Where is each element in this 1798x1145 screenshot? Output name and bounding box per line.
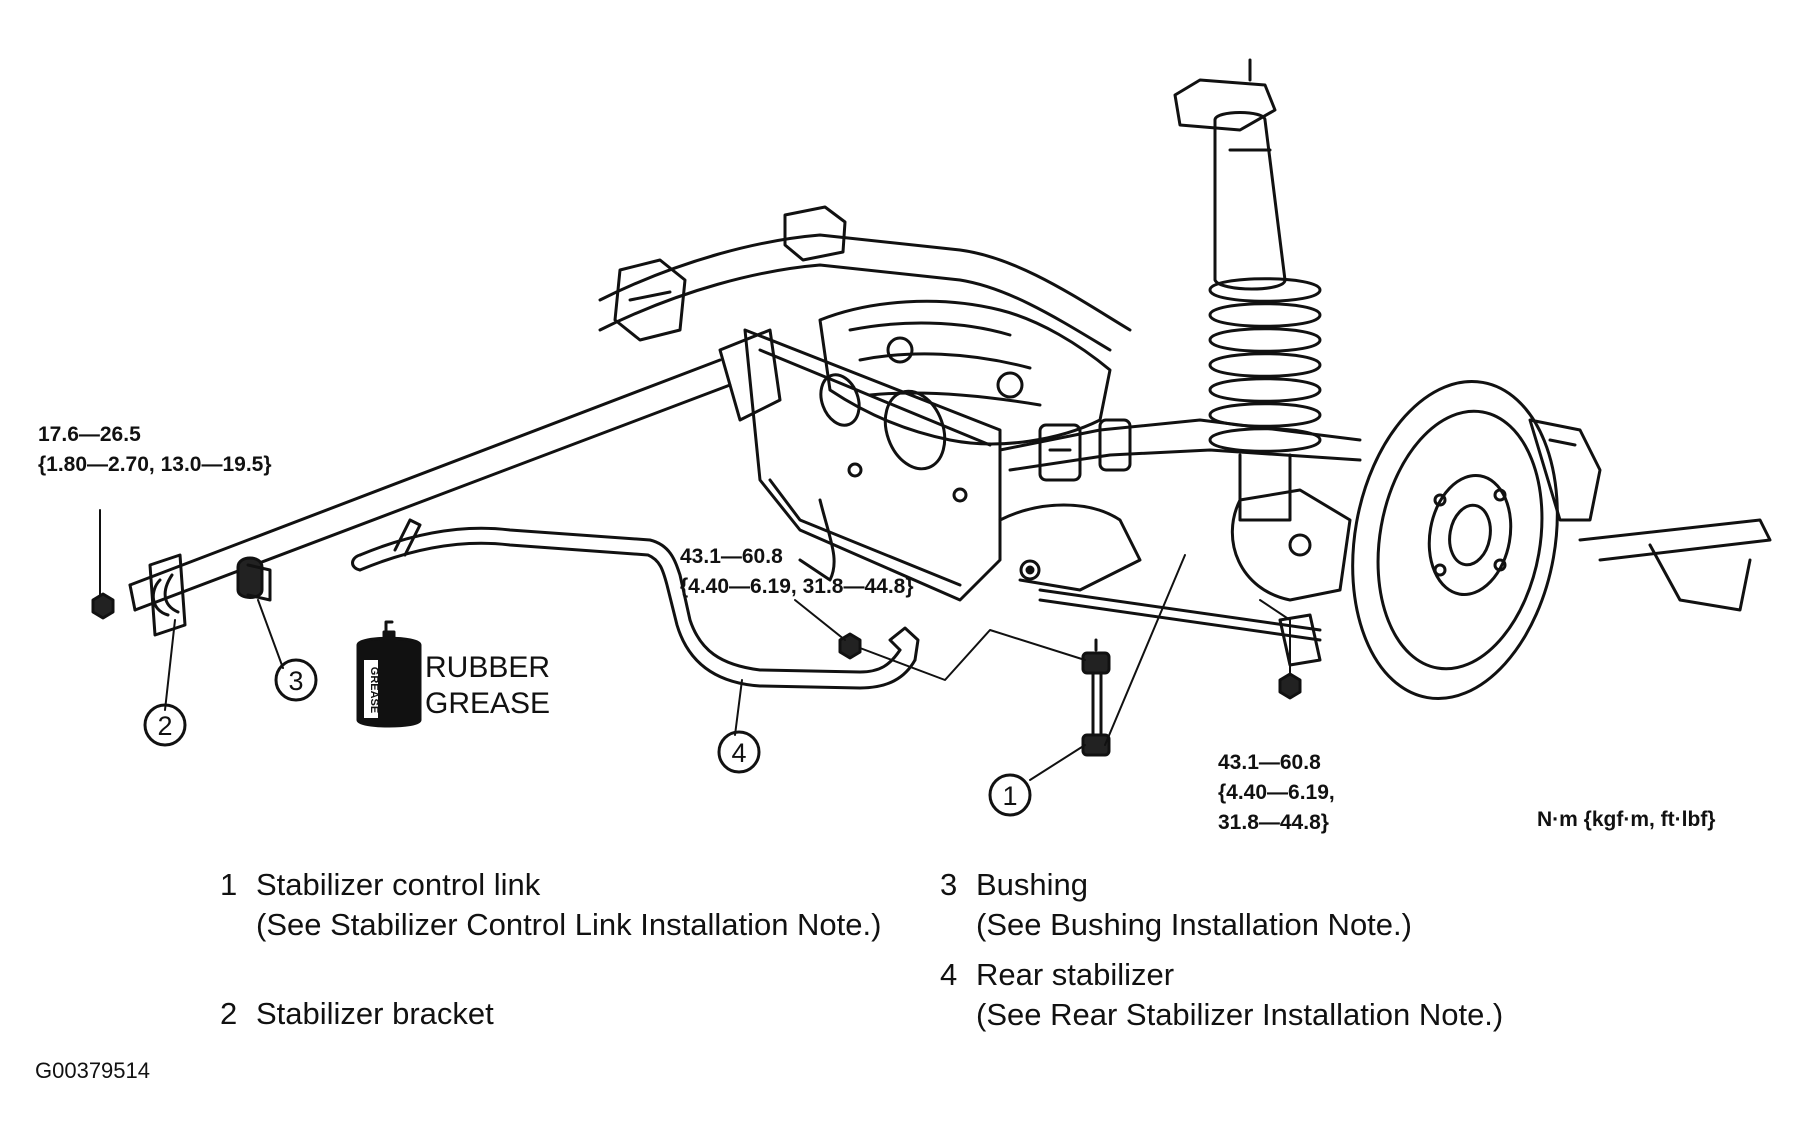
stabilizer-bushing (236, 556, 272, 602)
link-lower-nut (1278, 672, 1302, 700)
callout-number-3: 3 (288, 666, 303, 696)
callout-number-4: 4 (731, 738, 746, 768)
grease-note: RUBBER GREASE (425, 650, 550, 722)
legend-name: Rear stabilizer (976, 957, 1175, 992)
legend-name: Stabilizer bracket (256, 996, 494, 1031)
legend-item-1: 1 Stabilizer control link (See Stabilize… (220, 865, 900, 945)
legend-number: 1 (220, 867, 238, 902)
torque-label-bracket-bolt: 17.6—26.5 {1.80—2.70, 13.0—19.5} (38, 420, 272, 480)
bracket-bolt (91, 592, 115, 620)
legend-name: Stabilizer control link (256, 867, 541, 902)
grease-note-line1: RUBBER (425, 651, 551, 684)
brake-disc-hub (1351, 379, 1602, 701)
torque-label-link-lower: 43.1—60.8 {4.40—6.19, 31.8—44.8} (1218, 748, 1335, 838)
trailing-link-bar (128, 358, 732, 612)
rear-subframe (598, 205, 1142, 602)
torque-units: N·m {kgf·m, ft·lbf} (1537, 808, 1716, 831)
legend-note: (See Rear Stabilizer Installation Note.) (976, 997, 1504, 1032)
legend-number: 4 (940, 957, 958, 992)
torque-kgf-ftlbf-range: {4.40—6.19, 31.8—44.8} (680, 575, 914, 598)
torque-kgf-range: {4.40—6.19, (1218, 781, 1335, 804)
lower-control-arm (998, 418, 1362, 642)
legend-number: 2 (220, 996, 238, 1031)
torque-nm-range: 43.1—60.8 (1218, 751, 1321, 774)
torque-ftlbf-range: 31.8—44.8} (1218, 811, 1329, 834)
stabilizer-bracket (148, 553, 187, 637)
grease-note-line2: GREASE (425, 687, 551, 720)
callout-circle-2 (143, 703, 187, 747)
grease-can-icon (356, 620, 422, 728)
torque-nm-range: 43.1—60.8 (680, 545, 783, 568)
rear-stabilizer-bar (351, 518, 920, 690)
legend-number: 3 (940, 867, 958, 902)
figure-id: G00379514 (35, 1058, 150, 1083)
legend-item-4: 4 Rear stabilizer (See Rear Stabilizer I… (940, 955, 1700, 1035)
leader-lines (99, 509, 1291, 781)
legend-note: (See Stabilizer Control Link Installatio… (256, 907, 882, 942)
torque-kgf-ftlbf-range: {1.80—2.70, 13.0—19.5} (38, 453, 272, 476)
strut-assembly (1173, 58, 1352, 667)
legend-item-2: 2 Stabilizer bracket (220, 994, 900, 1034)
stabilizer-control-link (1081, 638, 1111, 757)
torque-label-link-upper: 43.1—60.8 {4.40—6.19, 31.8—44.8} (680, 542, 914, 602)
legend-name: Bushing (976, 867, 1089, 902)
side-bracket (1578, 518, 1772, 612)
callout-circle-1 (988, 773, 1032, 817)
callout-number-1: 1 (1002, 781, 1017, 811)
legend-item-3: 3 Bushing (See Bushing Installation Note… (940, 865, 1700, 945)
callout-number-2: 2 (157, 711, 172, 741)
torque-nm-range: 17.6—26.5 (38, 423, 141, 446)
legend-note: (See Bushing Installation Note.) (976, 907, 1412, 942)
grease-can-label: GREASE (368, 667, 380, 713)
callout-circle-3 (274, 658, 318, 702)
callout-circle-4 (717, 730, 761, 774)
